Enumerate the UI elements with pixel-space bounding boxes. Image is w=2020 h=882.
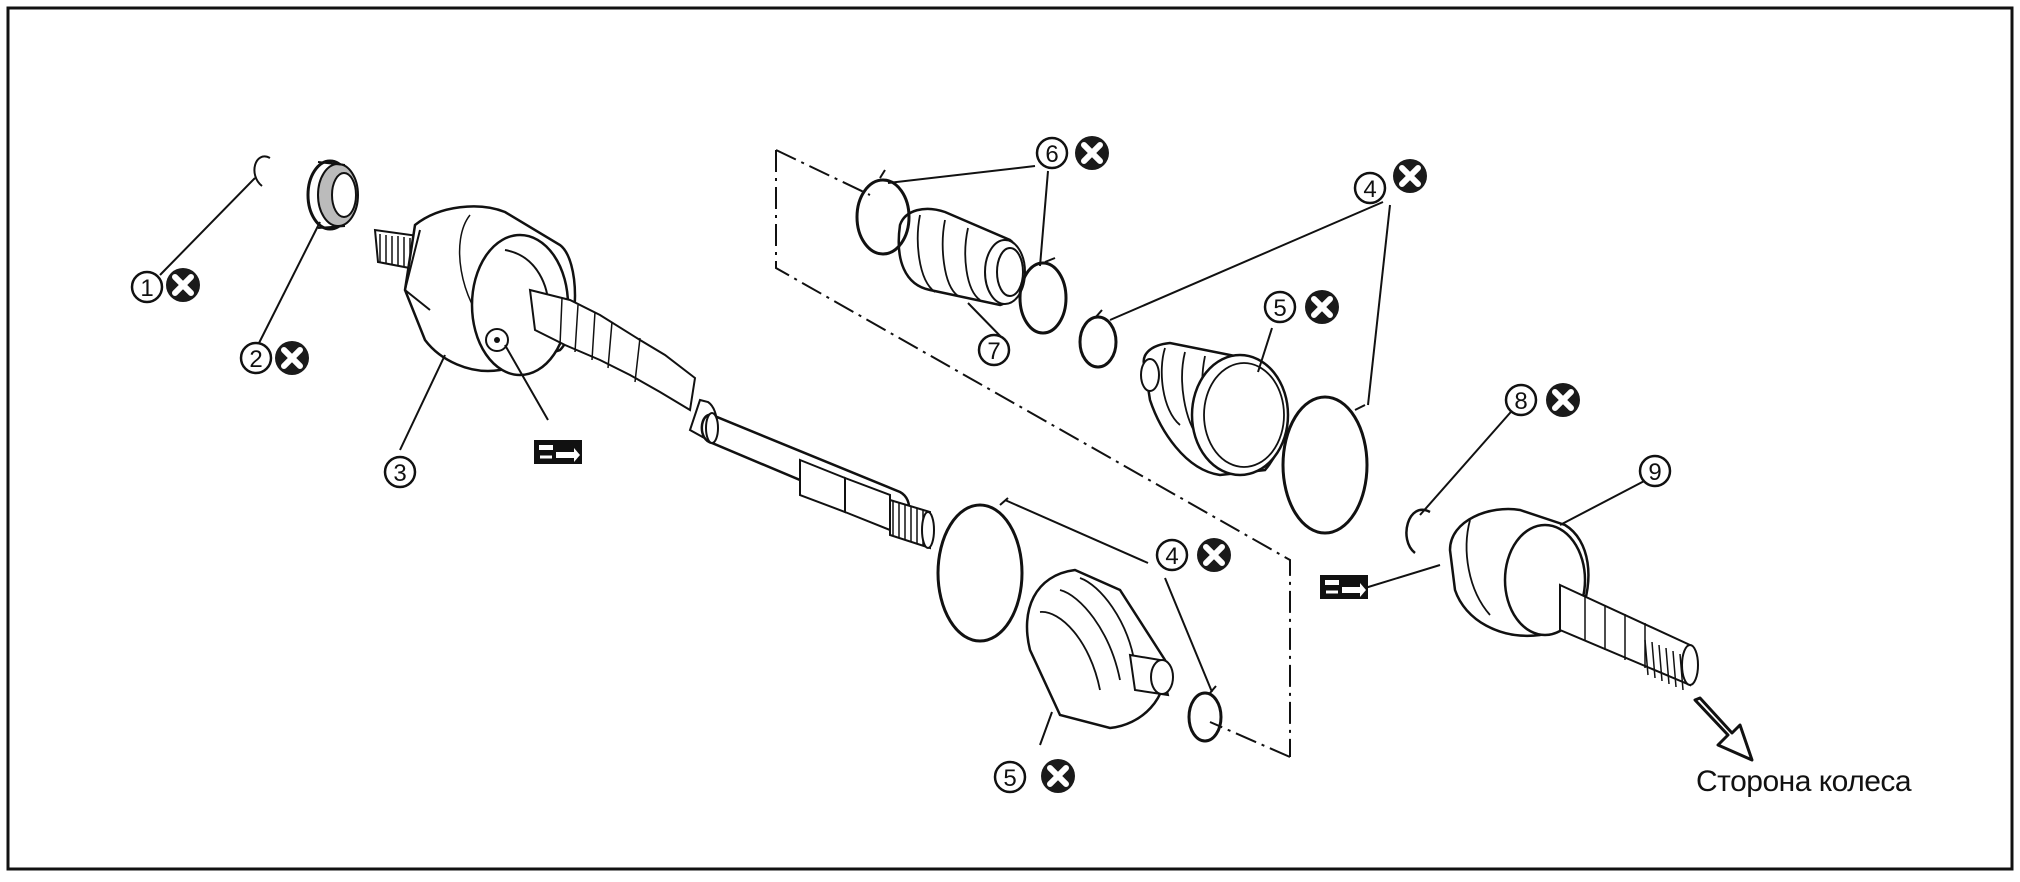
leader-lines [159, 165, 1651, 746]
callout-9: 9 [1638, 454, 1672, 488]
callout-number: 9 [1648, 459, 1661, 486]
boot-kit-outline [775, 150, 1291, 757]
callout-8: 8 [1504, 383, 1580, 417]
callout-7: 7 [977, 333, 1011, 367]
dust-seal-2 [306, 159, 359, 231]
callout-6: 6 [1035, 136, 1109, 170]
outer-boot-5b [1025, 568, 1174, 730]
callout-2: 2 [239, 341, 309, 375]
x-circle-icon [1041, 759, 1075, 793]
inner-joint-housing-3 [373, 205, 697, 412]
boot-kit-outline-head [775, 149, 871, 196]
drive-shaft [688, 398, 935, 550]
callout-number: 7 [987, 338, 1000, 365]
x-circle-icon [1197, 538, 1231, 572]
boot-band-4a [1078, 309, 1118, 369]
callout-3: 3 [383, 455, 417, 489]
outer-boot-5a [1140, 341, 1290, 477]
x-circle-icon [166, 268, 200, 302]
callout-number: 5 [1273, 295, 1286, 322]
callout-4b: 4 [1155, 538, 1231, 572]
callout-number: 2 [249, 346, 262, 373]
x-circle-icon [275, 341, 309, 375]
wheel-side-label: Сторона колеса [1696, 765, 1912, 798]
grease-gun-icon [532, 438, 584, 466]
callout-5b: 5 [993, 759, 1075, 793]
callout-number: 8 [1514, 388, 1527, 415]
callout-number: 1 [140, 275, 153, 302]
boot-kit-outline-tail [1209, 721, 1291, 758]
boot-band-6b [1018, 257, 1068, 335]
x-circle-icon [1075, 136, 1109, 170]
snap-ring-1 [253, 155, 271, 187]
wheel-side-arrow-icon [1693, 696, 1754, 762]
callout-number: 6 [1045, 141, 1058, 168]
outer-joint-9 [1448, 507, 1699, 691]
callout-number: 3 [393, 460, 406, 487]
x-circle-icon [1546, 383, 1580, 417]
grease-gun-icon [1318, 573, 1370, 601]
callout-4a: 4 [1353, 159, 1427, 205]
boot-band-4c [936, 497, 1024, 643]
boot-band-4b [1281, 395, 1369, 535]
boot-band-4d [1187, 685, 1223, 743]
boot-band-6a [855, 169, 911, 256]
circlip-8 [1405, 508, 1431, 554]
callout-5a: 5 [1263, 290, 1339, 324]
callout-number: 5 [1003, 765, 1016, 792]
x-circle-icon [1393, 159, 1427, 193]
x-circle-icon [1305, 290, 1339, 324]
callout-number: 4 [1363, 176, 1376, 203]
callout-number: 4 [1165, 543, 1178, 570]
callout-1: 1 [130, 268, 200, 302]
inner-boot-7 [897, 207, 1026, 307]
diagram-frame [6, 6, 2014, 871]
